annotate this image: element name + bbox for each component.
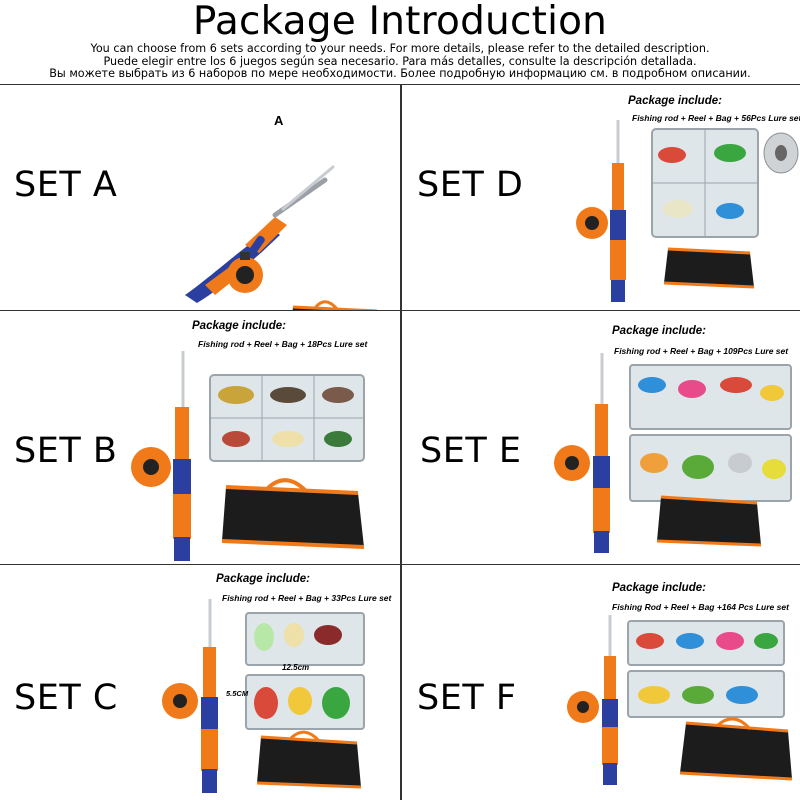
set-b-panel[interactable]: SET B Package include: Fishing rod + Ree… (0, 310, 400, 564)
set-d-package-title: Package include: (628, 95, 722, 107)
page-header: Package Introduction You can choose from… (0, 0, 800, 84)
set-e-panel[interactable]: SET E Package include: Fishing rod + Ree… (400, 310, 800, 564)
set-c-box-width: 12.5cm (282, 663, 310, 672)
set-f-package-title: Package include: (612, 582, 706, 594)
bag-icon (256, 730, 362, 789)
subtitle-russian: Вы можете выбрать из 6 наборов по мере н… (49, 67, 751, 80)
fishing-rod-icon (554, 353, 610, 553)
subtitle-english: You can choose from 6 sets according to … (90, 42, 710, 55)
bag-icon (656, 495, 762, 547)
set-c-package-items: Fishing rod + Reel + Bag + 33Pcs Lure se… (222, 593, 392, 603)
set-c-label: SET C (14, 678, 118, 718)
set-f-label: SET F (417, 678, 517, 718)
page-title: Package Introduction (192, 0, 608, 44)
set-c-panel[interactable]: SET C Package include: Fishing rod + Ree… (0, 564, 400, 800)
reel-icon (227, 252, 263, 293)
bag-icon (221, 478, 365, 549)
fishing-rod-icon (567, 615, 618, 785)
set-e-package-items: Fishing rod + Reel + Bag + 109Pcs Lure s… (614, 346, 789, 356)
set-b-package-items: Fishing rod + Reel + Bag + 18Pcs Lure se… (198, 339, 368, 349)
set-c-box-height: 5.5CM (226, 689, 249, 698)
lure-box-icon (651, 128, 759, 238)
bag-icon (679, 717, 793, 781)
set-b-package-title: Package include: (192, 320, 286, 332)
lure-box-icon (627, 620, 785, 718)
bag-icon (663, 247, 755, 289)
set-f-package-items: Fishing Rod + Reel + Bag +164 Pcs Lure s… (612, 602, 789, 612)
set-c-package-title: Package include: (216, 573, 310, 585)
grid-divider-vertical (400, 84, 402, 800)
set-d-label: SET D (417, 165, 524, 205)
lure-box-icon (245, 612, 365, 730)
set-a-label: SET A (14, 165, 118, 205)
set-d-panel[interactable]: SET D Package include: Fishing rod + Ree… (400, 84, 800, 310)
set-b-label: SET B (14, 431, 118, 471)
set-a-panel[interactable]: SET A A (0, 84, 400, 310)
subtitle-spanish: Puede elegir entre los 6 juegos según se… (103, 54, 697, 68)
lure-box-icon (209, 374, 365, 462)
set-d-package-items: Fishing rod + Reel + Bag + 56Pcs Lure se… (632, 113, 800, 123)
set-a-badge: A (274, 113, 284, 128)
fishing-line-spool-icon (763, 132, 799, 174)
fishing-rod-icon (576, 120, 626, 302)
fishing-rod-icon (162, 599, 218, 793)
set-f-panel[interactable]: SET F Package include: Fishing Rod + Ree… (400, 564, 800, 800)
fishing-rod-icon (131, 351, 191, 561)
bag-icon (292, 300, 378, 310)
lure-box-icon (629, 364, 792, 502)
set-e-label: SET E (420, 431, 522, 471)
set-e-package-title: Package include: (612, 325, 706, 337)
